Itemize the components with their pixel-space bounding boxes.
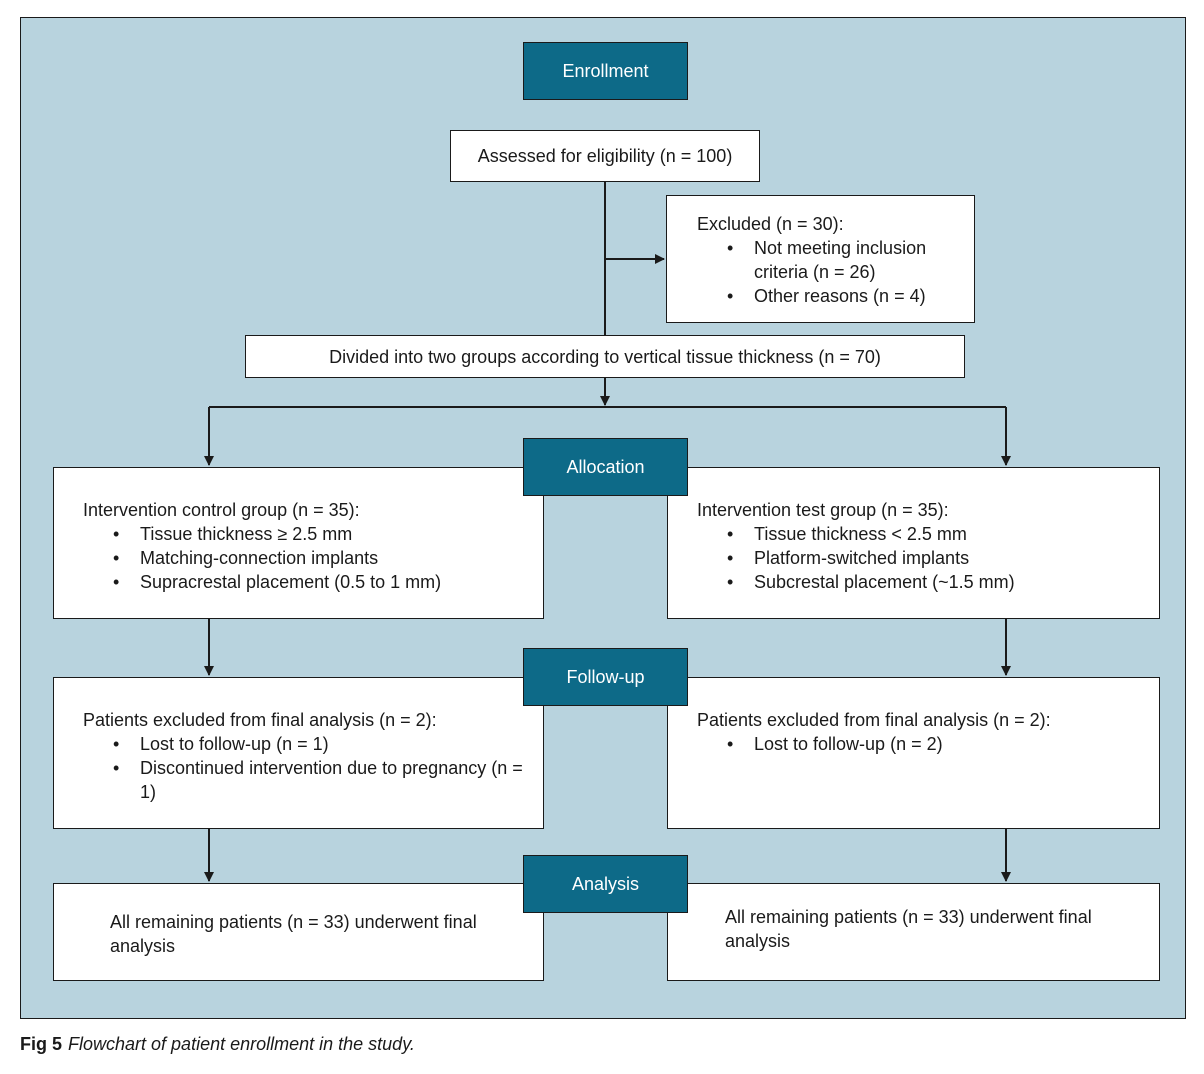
test-group-item: Tissue thickness < 2.5 mm xyxy=(697,522,1159,546)
divided-box: Divided into two groups according to ver… xyxy=(245,335,965,378)
excluded-item: Other reasons (n = 4) xyxy=(697,284,974,308)
assessed-text: Assessed for eligibility (n = 100) xyxy=(477,146,733,166)
test-followup-title: Patients excluded from final analysis (n… xyxy=(697,710,1051,730)
excluded-list: Not meeting inclusion criteria (n = 26) … xyxy=(697,236,974,308)
control-group-title: Intervention control group (n = 35): xyxy=(83,500,360,520)
stage-allocation-label: Allocation xyxy=(566,456,645,477)
excluded-box: Excluded (n = 30): Not meeting inclusion… xyxy=(666,195,975,323)
figure-label: Fig 5 xyxy=(20,1034,63,1054)
stage-followup: Follow-up xyxy=(523,648,688,706)
test-analysis-text: All remaining patients (n = 33) underwen… xyxy=(725,907,1092,951)
test-followup-box: Patients excluded from final analysis (n… xyxy=(667,677,1160,829)
test-group-item: Platform-switched implants xyxy=(697,546,1159,570)
figure-caption-text: Flowchart of patient enrollment in the s… xyxy=(68,1034,415,1054)
control-analysis-box: All remaining patients (n = 33) underwen… xyxy=(53,883,544,981)
stage-analysis: Analysis xyxy=(523,855,688,913)
control-followup-item: Lost to follow-up (n = 1) xyxy=(83,732,523,756)
excluded-title: Excluded (n = 30): xyxy=(697,214,844,234)
test-group-box: Intervention test group (n = 35): Tissue… xyxy=(667,467,1160,619)
test-followup-list: Lost to follow-up (n = 2) xyxy=(697,732,1159,756)
test-group-title: Intervention test group (n = 35): xyxy=(697,500,949,520)
control-group-item: Matching-connection implants xyxy=(83,546,543,570)
test-group-list: Tissue thickness < 2.5 mm Platform-switc… xyxy=(697,522,1159,594)
control-group-item: Tissue thickness ≥ 2.5 mm xyxy=(83,522,543,546)
stage-enrollment-label: Enrollment xyxy=(562,60,649,81)
control-followup-box: Patients excluded from final analysis (n… xyxy=(53,677,544,829)
divided-text: Divided into two groups according to ver… xyxy=(329,346,881,367)
assessed-box: Assessed for eligibility (n = 100) xyxy=(450,130,760,182)
stage-followup-label: Follow-up xyxy=(566,666,645,687)
control-group-item: Supracrestal placement (0.5 to 1 mm) xyxy=(83,570,543,594)
excluded-item: Not meeting inclusion criteria (n = 26) xyxy=(697,236,974,284)
control-group-list: Tissue thickness ≥ 2.5 mm Matching-conne… xyxy=(83,522,543,594)
stage-allocation: Allocation xyxy=(523,438,688,496)
test-analysis-box: All remaining patients (n = 33) underwen… xyxy=(667,883,1160,981)
control-analysis-text: All remaining patients (n = 33) underwen… xyxy=(110,912,477,956)
control-group-box: Intervention control group (n = 35): Tis… xyxy=(53,467,544,619)
control-followup-list: Lost to follow-up (n = 1) Discontinued i… xyxy=(83,732,523,804)
test-group-item: Subcrestal placement (~1.5 mm) xyxy=(697,570,1159,594)
control-followup-title: Patients excluded from final analysis (n… xyxy=(83,710,437,730)
stage-analysis-label: Analysis xyxy=(571,873,640,894)
test-followup-item: Lost to follow-up (n = 2) xyxy=(697,732,1159,756)
stage-enrollment: Enrollment xyxy=(523,42,688,100)
control-followup-item: Discontinued intervention due to pregnan… xyxy=(83,756,523,804)
